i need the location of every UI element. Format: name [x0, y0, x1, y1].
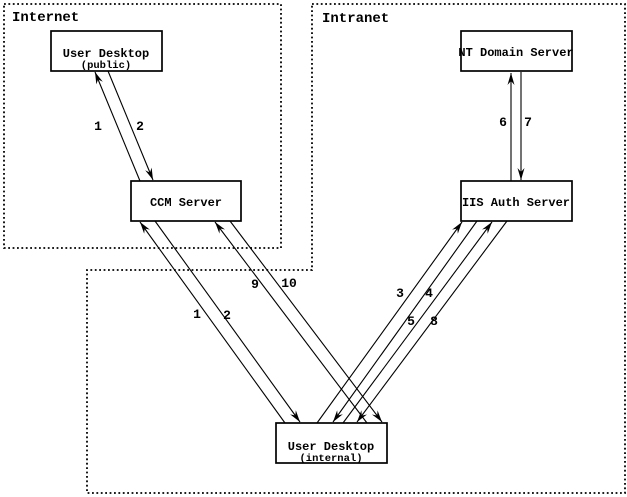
- step-label-8: 8: [430, 314, 438, 329]
- node-user-desktop-internal: User Desktop (internal): [275, 422, 388, 465]
- flow-line-5: [342, 221, 493, 424]
- flow-line-2-public: [107, 70, 154, 181]
- flow-line-1-public: [94, 71, 141, 182]
- node-user-desktop-internal-title: User Desktop: [288, 440, 374, 454]
- intranet-zone-label: Intranet: [322, 11, 389, 27]
- flow-line-4: [332, 220, 478, 423]
- internet-zone-label: Internet: [12, 10, 79, 26]
- step-label-2-public: 2: [136, 119, 144, 134]
- flow-line-10: [229, 220, 383, 423]
- node-iis-auth-server-box: [460, 180, 573, 222]
- step-label-1-internal: 1: [193, 307, 201, 322]
- step-label-1-public: 1: [94, 119, 102, 134]
- node-user-desktop-public-subtitle: (public): [81, 60, 131, 72]
- flow-line-2-internal: [154, 220, 301, 423]
- node-user-desktop-public-title: User Desktop: [63, 47, 149, 61]
- node-ccm-server-box: [130, 180, 242, 222]
- step-label-10: 10: [281, 276, 297, 291]
- node-nt-domain-server-title: NT Domain Server: [458, 46, 573, 60]
- node-user-desktop-public: User Desktop (public): [50, 30, 163, 72]
- step-label-7: 7: [524, 115, 532, 130]
- node-nt-domain-server: NT Domain Server: [458, 30, 574, 72]
- flow-line-3: [316, 221, 463, 424]
- node-iis-auth-server: IIS Auth Server: [460, 180, 573, 222]
- node-iis-auth-server-title: IIS Auth Server: [462, 196, 570, 210]
- step-label-9: 9: [251, 277, 259, 292]
- node-user-desktop-internal-box: [275, 422, 388, 464]
- node-user-desktop-public-box: [50, 30, 163, 72]
- internet-zone-outline: [3, 3, 282, 249]
- flow-line-9: [214, 221, 368, 424]
- flow-line-8: [356, 220, 508, 423]
- step-label-2-internal: 2: [223, 308, 231, 323]
- node-ccm-server: CCM Server: [130, 180, 242, 222]
- step-label-4: 4: [425, 286, 433, 301]
- intranet-zone-outline: [86, 3, 626, 494]
- step-label-6: 6: [499, 115, 507, 130]
- step-label-3: 3: [396, 286, 404, 301]
- node-nt-domain-server-box: [460, 30, 573, 72]
- node-ccm-server-title: CCM Server: [150, 196, 222, 210]
- step-label-5: 5: [407, 314, 415, 329]
- flow-line-1-internal: [139, 221, 286, 424]
- node-user-desktop-internal-subtitle: (internal): [299, 453, 362, 465]
